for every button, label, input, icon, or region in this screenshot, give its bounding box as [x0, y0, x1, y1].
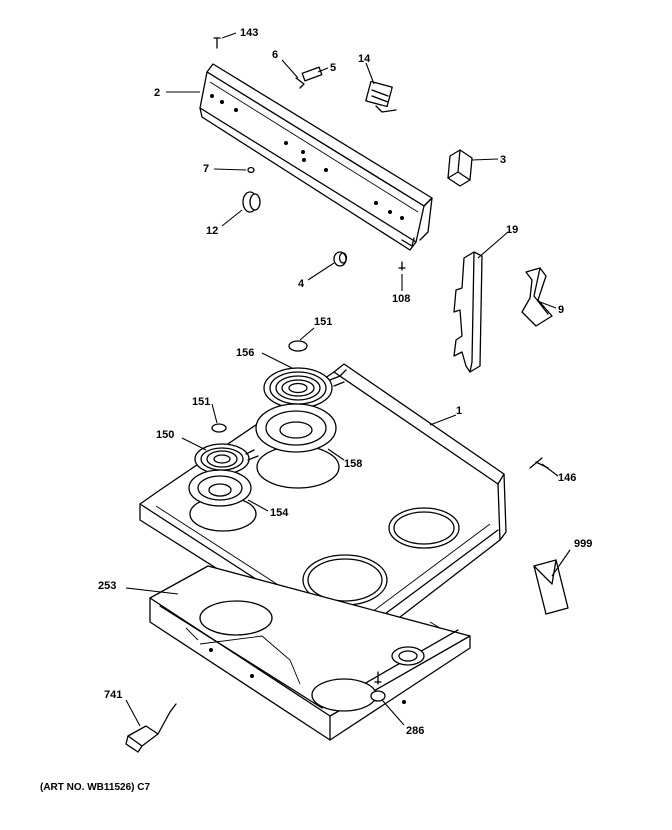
part-label: 999 — [574, 538, 592, 550]
part-label: 741 — [104, 689, 122, 701]
art-number: (ART NO. WB11526) C7 — [40, 782, 150, 793]
part-label: 143 — [240, 27, 258, 39]
end-cap-bracket — [453, 251, 483, 373]
part-label: 286 — [406, 725, 424, 737]
part-label: 150 — [156, 429, 174, 441]
part-label: 151 — [314, 316, 332, 328]
part-label: 3 — [500, 154, 506, 166]
part-label: 154 — [270, 507, 289, 519]
literature-envelope — [533, 559, 569, 615]
burner-box — [149, 565, 471, 741]
part-label: 253 — [98, 580, 116, 592]
part-label: 156 — [236, 347, 254, 359]
part-label: 14 — [358, 53, 371, 65]
part-label: 12 — [206, 225, 218, 237]
signal-light — [447, 149, 473, 187]
part-label: 4 — [298, 278, 305, 290]
bracket — [521, 267, 553, 327]
part-label: 19 — [506, 224, 518, 236]
infinite-switch — [365, 80, 397, 113]
part-label: 9 — [558, 304, 564, 316]
part-label: 108 — [392, 293, 410, 305]
small-surface-element — [194, 443, 259, 475]
part-label: 1 — [456, 405, 462, 417]
trim-ring — [288, 340, 308, 352]
screw-and-clip — [370, 671, 386, 702]
large-drip-pan — [255, 403, 337, 453]
knob-small — [333, 251, 348, 267]
screw — [213, 37, 221, 49]
part-label: 151 — [192, 396, 210, 408]
part-label: 6 — [272, 49, 278, 61]
terminal-block — [125, 703, 177, 753]
part-label: 7 — [203, 163, 209, 175]
clip — [295, 66, 323, 89]
control-panel — [199, 63, 433, 251]
part-label: 146 — [558, 472, 576, 484]
part-labels: 143 2 6 5 14 7 3 12 19 4 108 9 151 156 1… — [98, 27, 592, 737]
leader-lines — [125, 32, 571, 727]
trim-ring — [211, 423, 227, 433]
knob — [242, 191, 261, 213]
small-drip-pan — [188, 469, 252, 507]
part-label: 2 — [154, 87, 160, 99]
part-label: 158 — [344, 458, 362, 470]
screw — [247, 166, 255, 174]
screw — [398, 261, 406, 271]
part-label: 5 — [330, 62, 336, 74]
